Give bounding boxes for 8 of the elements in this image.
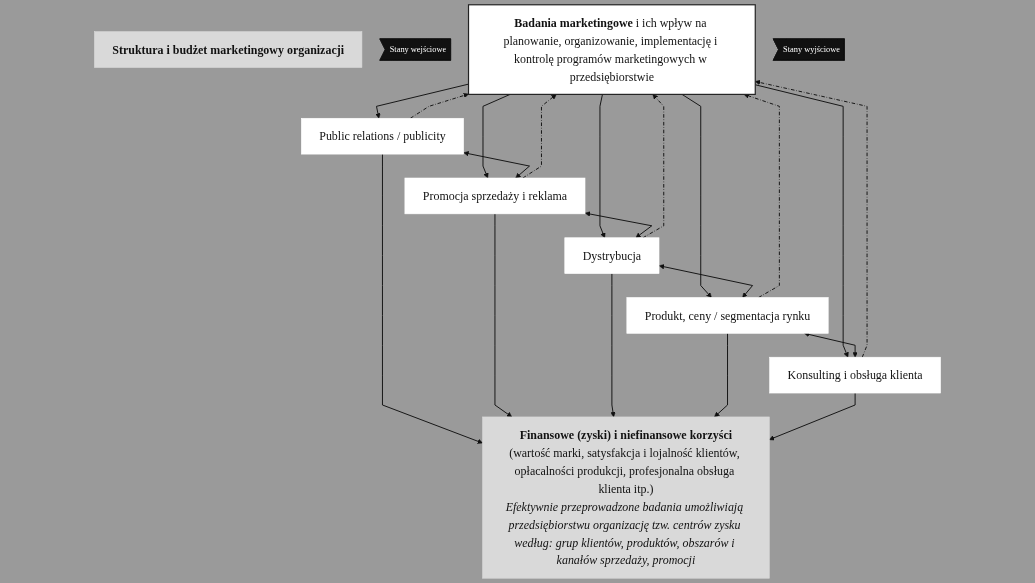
node-box: Konsulting i obsługa klienta — [769, 356, 941, 394]
node-box: Struktura i budżet marketingowy organizacji — [94, 31, 363, 68]
node-box: Dystrybucja — [564, 237, 660, 274]
node-box: Public relations / publicity — [301, 117, 464, 155]
node-box: Finansowe (zyski) i niefinansowe korzyści (wartość marki, satysfakcja i lojalność klientów, opłacalności produkcji, profesjonalna obsługa klienta itp.) Efektywnie przeprowadzone badania umożliwiają przedsiębiorstwu organizację tzw. centrów zysku według: grup klientów, produktów, obszarów i kanałów sprzedaży, promocji — [482, 416, 770, 579]
node-box: Badania marketingowe i ich wpływ na planowanie, organizowanie, implementację i kontrolę programów marketingowych w przedsiębiorstwie — [467, 4, 756, 95]
node-box: Produkt, ceny / segmentacja rynku — [626, 297, 829, 334]
node-box: Promocja sprzedaży i reklama — [404, 177, 586, 215]
